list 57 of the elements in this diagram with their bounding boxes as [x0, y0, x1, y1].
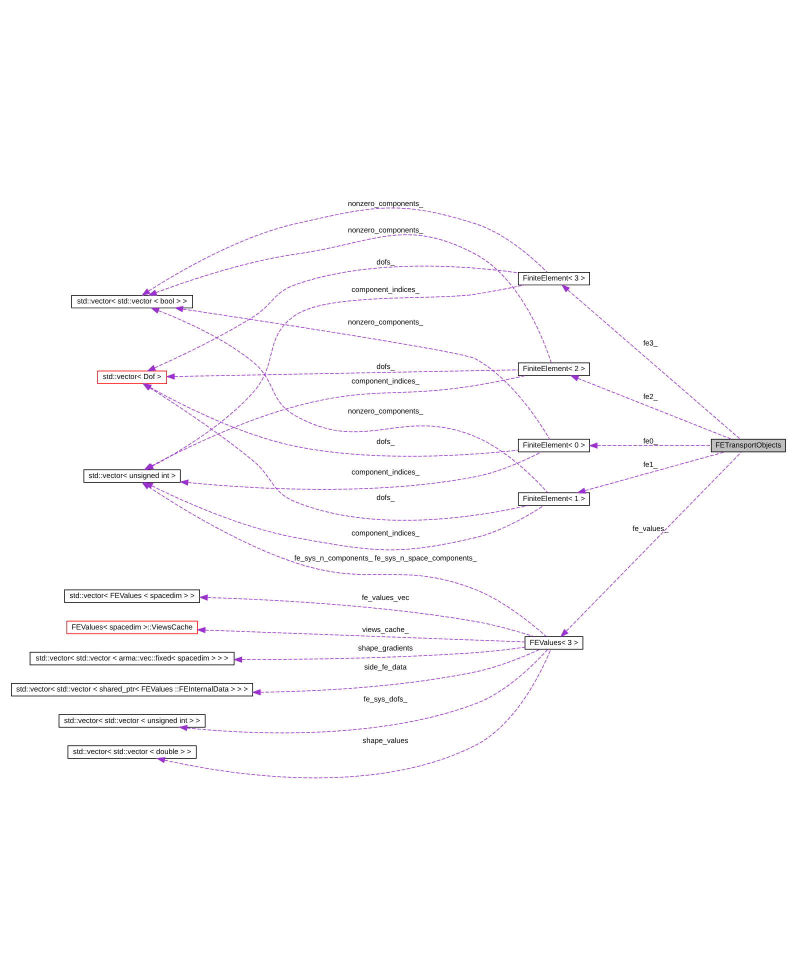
arrow	[561, 284, 741, 440]
edge-label: fe_values_	[632, 523, 668, 532]
arrow	[141, 207, 548, 296]
edge-label: fe1_	[643, 460, 658, 469]
arrow	[198, 594, 535, 636]
edge-label: component_indices_	[352, 467, 420, 476]
node-box: FiniteElement< 1 >	[518, 492, 590, 506]
edge-label: dofs_	[376, 436, 395, 446]
edge-label: side_fe_data	[364, 662, 407, 672]
edge-label: fe_sys_n_components_ fe_sys_n_space_components_	[294, 553, 477, 562]
arrow	[179, 451, 542, 490]
edge-label: shape_gradients	[358, 642, 413, 652]
edge-label: component_indices_	[352, 376, 420, 385]
arrow	[196, 626, 526, 642]
edge-label: shape_values	[362, 736, 408, 745]
edge-label: nonzero_components_	[348, 198, 424, 208]
edge-label: fe0_	[643, 436, 658, 445]
edge-label: views_cache_	[362, 624, 409, 634]
arrow	[146, 265, 519, 371]
arrow	[148, 234, 552, 363]
node-box: std::vector< std::vector < arma::vec::fixed< spacedim > > >	[30, 651, 234, 665]
edge-label: fe2_	[643, 391, 658, 400]
edge-label: nonzero_components_	[348, 317, 424, 326]
arrow	[576, 451, 726, 494]
node-box: std::vector< std::vector < bool > >	[71, 294, 193, 308]
arrow	[570, 374, 732, 440]
node-box: std::vector< unsigned int >	[84, 468, 181, 482]
edge-label: dofs_	[376, 362, 395, 371]
node-box: std::vector< std::vector < unsigned int > >	[58, 714, 206, 728]
arrow	[233, 646, 526, 662]
edge-label: nonzero_components_	[348, 406, 424, 416]
node-box: FiniteElement< 2 >	[518, 362, 590, 376]
edge-label: component_indices_	[352, 284, 420, 294]
arrow	[166, 368, 519, 380]
arrow	[178, 648, 548, 733]
edge-label: component_indices_	[352, 528, 420, 537]
edge-label: fe3_	[643, 338, 658, 347]
edge-label: fe_sys_dofs_	[364, 694, 408, 704]
edge-label: fe_values_vec	[362, 592, 410, 602]
edge-label: dofs_	[376, 257, 395, 266]
node-box: FEValues< 3 >	[524, 636, 584, 650]
arrow	[252, 648, 540, 695]
node-box: std::vector< Dof >	[97, 370, 167, 384]
edge-label: nonzero_components_	[348, 225, 424, 234]
arrow	[560, 451, 742, 637]
arrow	[174, 306, 550, 440]
node-box: FiniteElement< 0 >	[518, 438, 590, 452]
node-box: std::vector< FEValues < spacedim > >	[64, 589, 200, 602]
node-box: FiniteElement< 3 >	[518, 271, 590, 285]
arrow	[156, 648, 552, 778]
arrow	[588, 442, 712, 448]
node-box: std::vector< std::vector < shared_ptr< FEValues ::FEInternalData > > >	[11, 682, 254, 696]
node-box: std::vector< std::vector < double > >	[68, 744, 197, 758]
node-box: FETransportObjects	[710, 438, 786, 452]
arrow	[150, 307, 548, 493]
edge-label: dofs_	[376, 492, 395, 502]
node-box: FEValues< spacedim >::ViewsCache	[66, 620, 198, 634]
